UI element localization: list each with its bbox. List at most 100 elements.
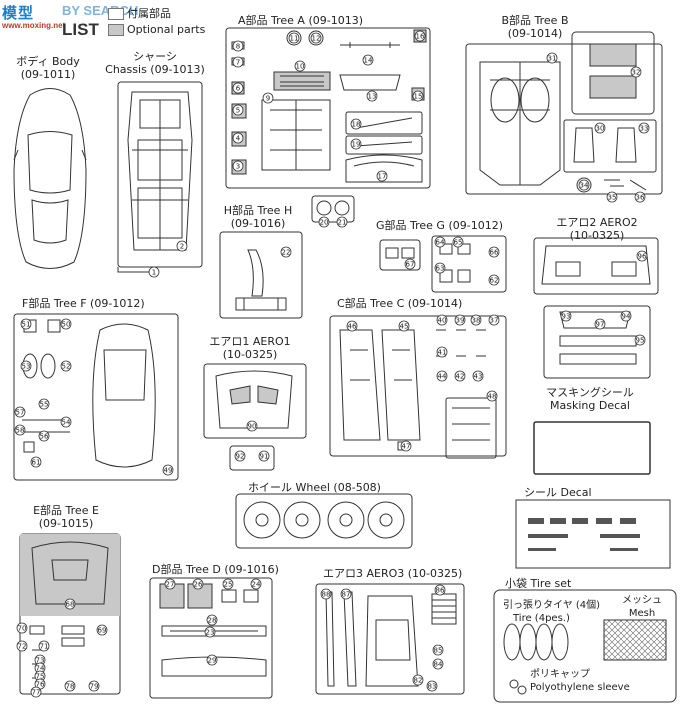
svg-text:33: 33 <box>640 125 649 133</box>
part-number-a-14: 14 <box>362 54 374 66</box>
part-number-a-16: 16 <box>414 30 426 42</box>
part-number-f-52: 52 <box>60 360 72 372</box>
part-number-b-31: 31 <box>546 52 558 64</box>
svg-text:20: 20 <box>320 219 329 227</box>
part-number-c-46: 46 <box>346 320 358 332</box>
tree-e-optional-bg <box>20 534 120 616</box>
svg-text:69: 69 <box>98 627 107 635</box>
aero3-drawing <box>325 591 457 687</box>
part-number-h-20: 20 <box>318 216 330 228</box>
svg-text:2: 2 <box>180 243 184 251</box>
part-number-b-35: 35 <box>606 191 618 203</box>
part-number-f-56: 56 <box>38 430 50 442</box>
tree-d-label: D部品 Tree D (09-1016) <box>152 563 279 576</box>
wheel-frame <box>235 493 413 549</box>
svg-text:55: 55 <box>40 401 49 409</box>
svg-text:10: 10 <box>296 63 305 71</box>
part-number-d-29: 29 <box>206 654 218 666</box>
part-number-g-65: 65 <box>452 236 464 248</box>
svg-text:49: 49 <box>164 467 173 475</box>
part-number-e-69: 69 <box>96 624 108 636</box>
part-number-c-38: 38 <box>470 314 482 326</box>
tireset-label: 小袋 Tire set <box>505 577 572 590</box>
svg-text:26: 26 <box>194 581 203 589</box>
svg-text:92: 92 <box>236 453 245 461</box>
svg-text:96: 96 <box>638 253 647 261</box>
body-shell-drawing <box>13 88 87 269</box>
part-number-f-53: 53 <box>20 360 32 372</box>
tree-h-small-frame <box>311 195 355 223</box>
svg-text:25: 25 <box>224 581 233 589</box>
part-number-f-49: 49 <box>162 464 174 476</box>
aero3-frame <box>315 583 465 695</box>
part-number-b-33: 33 <box>638 122 650 134</box>
aero1-label: エアロ1 AERO1(10-0325) <box>209 335 291 361</box>
svg-text:54: 54 <box>62 419 71 427</box>
svg-text:84: 84 <box>434 661 443 669</box>
svg-text:1: 1 <box>152 269 156 277</box>
svg-text:8: 8 <box>236 43 240 51</box>
aero2-top-frame <box>533 237 659 295</box>
svg-text:15: 15 <box>414 93 423 101</box>
legend-optional-label: Optional parts <box>127 23 206 36</box>
svg-text:61: 61 <box>32 459 41 467</box>
part-number-c-48: 48 <box>486 390 498 402</box>
aero1-small-frame <box>229 445 275 471</box>
svg-text:6: 6 <box>236 85 241 93</box>
svg-text:74: 74 <box>36 665 45 673</box>
svg-text:34: 34 <box>580 182 589 190</box>
mesh-sheet <box>603 619 667 661</box>
tree-b-drawing <box>479 31 657 193</box>
part-number-aero1-90: 90 <box>246 420 258 432</box>
svg-text:77: 77 <box>32 689 41 697</box>
part-number-g-63: 63 <box>434 262 446 274</box>
svg-text:79: 79 <box>90 683 99 691</box>
part-number-f-57: 57 <box>14 406 26 418</box>
part-number-g-67: 67 <box>404 258 416 270</box>
svg-text:23: 23 <box>206 629 215 637</box>
part-number-aero3-87: 87 <box>340 588 352 600</box>
tree-c-label: C部品 Tree C (09-1014) <box>337 297 463 310</box>
part-number-f-50: 50 <box>60 318 72 330</box>
svg-text:43: 43 <box>474 373 483 381</box>
decal-label: シール Decal <box>524 486 592 499</box>
svg-text:44: 44 <box>438 373 447 381</box>
part-number-a-7: 7 <box>232 56 244 68</box>
part-number-h-21: 21 <box>336 216 348 228</box>
tree-c-frame <box>329 315 507 457</box>
svg-text:90: 90 <box>248 423 257 431</box>
part-number-b-36: 36 <box>634 191 646 203</box>
tree-g-label: G部品 Tree G (09-1012) <box>376 219 503 232</box>
svg-text:46: 46 <box>348 323 357 331</box>
svg-text:40: 40 <box>438 317 447 325</box>
legend-standard-label: 付属部品 <box>127 7 171 20</box>
svg-text:83: 83 <box>428 683 437 691</box>
part-number-a-12: 12 <box>310 32 322 44</box>
part-number-chassis-1: 1 <box>148 266 160 278</box>
svg-text:9: 9 <box>266 95 270 103</box>
part-number-c-41: 41 <box>436 346 448 358</box>
svg-text:52: 52 <box>62 363 71 371</box>
part-number-b-30: 30 <box>594 122 606 134</box>
decal-sheet <box>515 499 671 569</box>
part-number-a-10: 10 <box>294 60 306 72</box>
part-number-d-28: 28 <box>206 614 218 626</box>
svg-text:17: 17 <box>378 173 387 181</box>
svg-text:27: 27 <box>166 581 175 589</box>
tree-f-label: F部品 Tree F (09-1012) <box>22 297 145 310</box>
svg-text:75: 75 <box>36 673 45 681</box>
svg-text:85: 85 <box>434 647 443 655</box>
svg-text:82: 82 <box>414 677 423 685</box>
svg-text:13: 13 <box>368 93 377 101</box>
part-number-aero2-94: 94 <box>620 310 632 322</box>
tireset-bag <box>493 589 677 703</box>
svg-text:73: 73 <box>36 657 45 665</box>
svg-text:63: 63 <box>436 265 445 273</box>
chassis-frame <box>117 81 203 268</box>
part-number-aero3-83: 83 <box>426 680 438 692</box>
logo-subtext: www.moxing.net <box>2 21 66 30</box>
svg-text:78: 78 <box>66 683 75 691</box>
